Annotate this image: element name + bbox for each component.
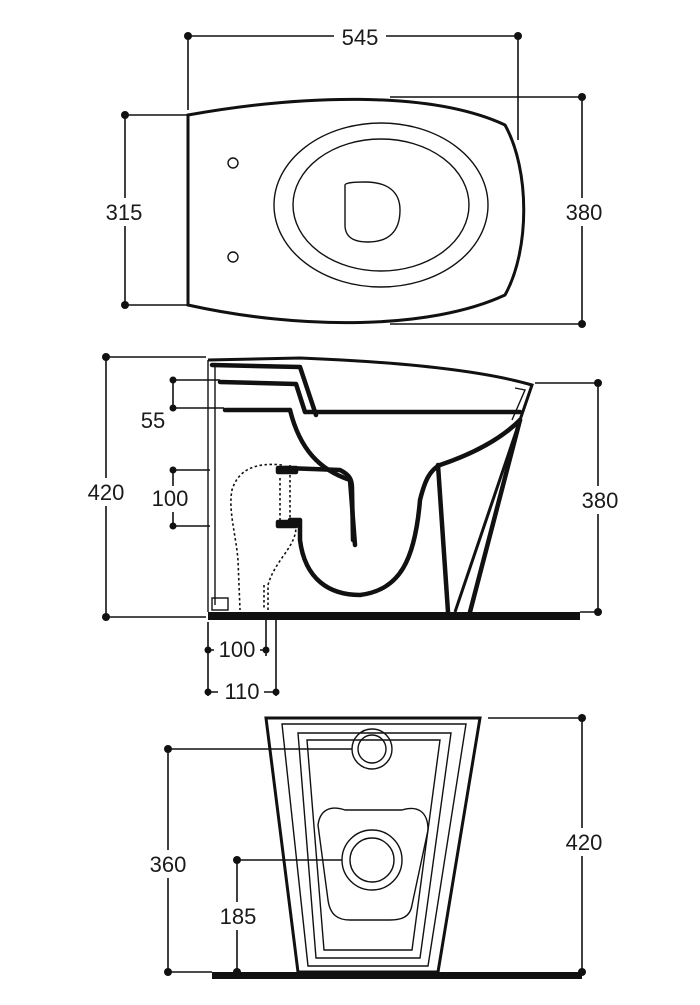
top-height-label: 315 xyxy=(106,200,143,225)
rear-lower-pipe-height-label: 185 xyxy=(220,904,257,929)
side-trapway xyxy=(287,407,523,598)
rear-lower-pipe xyxy=(341,829,403,891)
top-view-outline xyxy=(186,97,526,325)
top-view: 545 315 380 xyxy=(96,24,612,328)
top-depth-label: 380 xyxy=(566,200,603,225)
side-view: 420 55 100 380 100 xyxy=(80,353,628,704)
side-height-label: 420 xyxy=(88,480,125,505)
top-view-drain xyxy=(344,181,401,243)
side-floor xyxy=(208,612,580,620)
top-view-bowl-inner xyxy=(292,138,470,272)
side-inlet-label: 55 xyxy=(141,408,165,433)
fixing-hole-bottom xyxy=(227,251,239,263)
rear-floor xyxy=(212,972,582,979)
rear-height-label: 420 xyxy=(566,830,603,855)
fixing-hole-top xyxy=(227,157,239,169)
side-outlet-range-label: 100 xyxy=(152,486,189,511)
side-outlet-pipe xyxy=(230,463,297,611)
rear-recess xyxy=(317,807,429,921)
rear-upper-pipe-height-label: 360 xyxy=(150,852,187,877)
side-front-height-label: 380 xyxy=(582,488,619,513)
side-outlet-offset-label: 100 xyxy=(219,637,256,662)
side-top-surface xyxy=(207,356,534,613)
top-width-label: 545 xyxy=(342,25,379,50)
rear-body-outline xyxy=(264,716,482,974)
top-view-rim xyxy=(273,122,489,288)
side-outlet-offset-total-label: 110 xyxy=(224,679,259,704)
rear-view: 420 360 185 xyxy=(140,714,612,979)
